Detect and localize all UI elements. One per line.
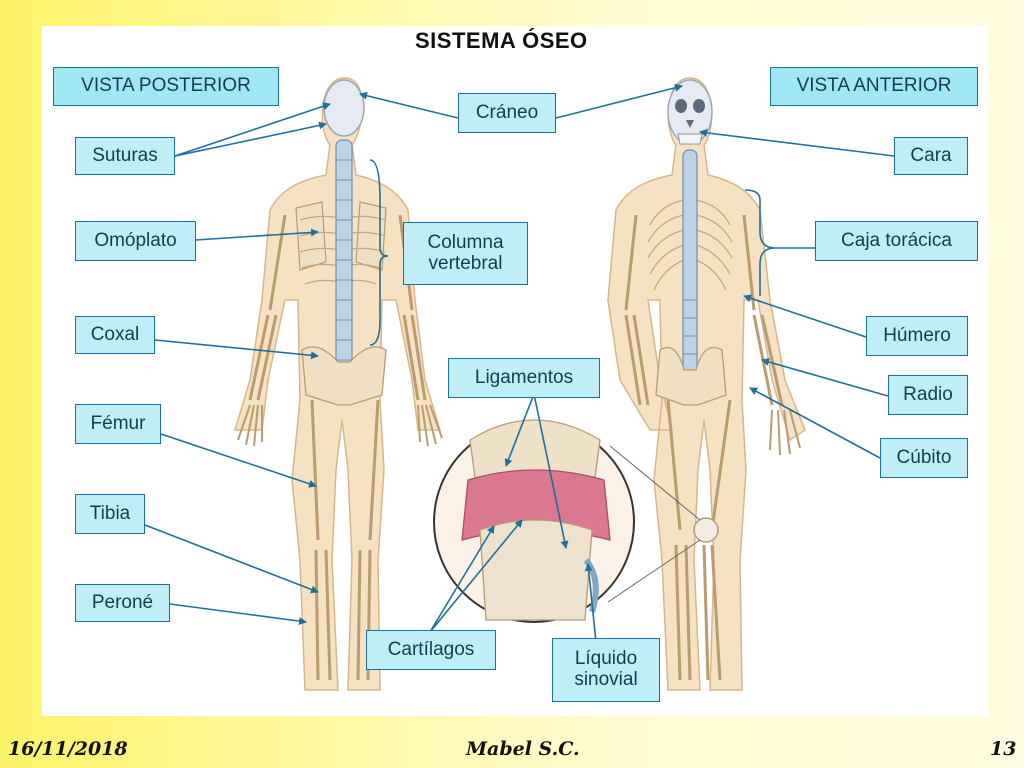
label-femur: Fémur [75, 404, 161, 444]
label-vista-anterior: VISTA ANTERIOR [770, 67, 978, 106]
connector-arrows [144, 83, 895, 643]
label-omoplato: Omóplato [75, 221, 196, 261]
posterior-skeleton [233, 77, 443, 691]
label-craneo: Cráneo [458, 93, 556, 133]
label-cara: Cara [894, 137, 968, 175]
anterior-skeleton [607, 77, 806, 691]
label-caja-toracica: Caja torácica [815, 221, 978, 261]
label-perone: Peroné [75, 584, 170, 622]
label-cubito: Cúbito [880, 438, 968, 478]
label-tibia: Tibia [75, 494, 145, 534]
label-columna-vertebral: Columna vertebral [403, 222, 528, 285]
label-cartilagos: Cartílagos [366, 630, 496, 670]
footer-author: Mabel S.C. [466, 738, 580, 760]
footer-page-number: 13 [990, 738, 1017, 760]
label-vista-posterior: VISTA POSTERIOR [53, 67, 279, 106]
label-coxal: Coxal [75, 316, 155, 354]
label-ligamentos: Ligamentos [448, 358, 600, 398]
page-title: SISTEMA ÓSEO [415, 28, 588, 53]
label-humero: Húmero [866, 316, 968, 356]
footer-date: 16/11/2018 [8, 738, 128, 760]
label-liquido-sinovial: Líquido sinovial [552, 638, 660, 702]
label-suturas: Suturas [75, 137, 175, 175]
label-radio: Radio [888, 375, 968, 415]
